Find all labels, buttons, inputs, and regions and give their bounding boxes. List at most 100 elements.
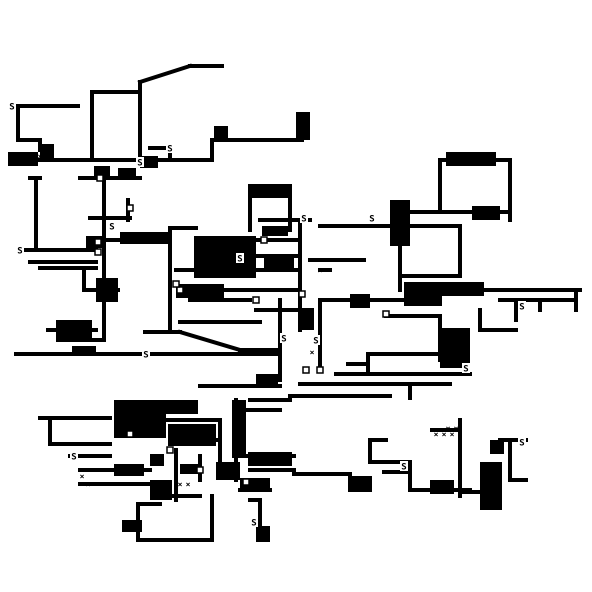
door-icon (94, 248, 102, 256)
wall-block (446, 152, 496, 166)
item-icon: × (38, 152, 43, 161)
wall-block (262, 226, 288, 236)
stair-tile (400, 461, 408, 471)
item-icon: × (442, 430, 447, 439)
wall-block (120, 232, 170, 244)
stair-tile (462, 363, 470, 373)
door-icon (166, 446, 174, 454)
door-icon (242, 478, 250, 486)
item-icon: × (274, 262, 279, 271)
door-icon (316, 366, 324, 374)
wall-block (216, 462, 240, 480)
item-icon: × (310, 348, 315, 357)
wall-block (194, 236, 256, 278)
wall-block (114, 464, 144, 476)
wall-block (256, 526, 270, 542)
wall-block (300, 308, 314, 330)
item-icon: × (434, 430, 439, 439)
wall-block (150, 480, 172, 500)
stair-tile (16, 245, 24, 255)
wall-block (440, 328, 470, 368)
stairs-icon: S (237, 255, 242, 265)
stair-tile (8, 101, 16, 111)
door-icon (298, 290, 306, 298)
stair-tile (368, 213, 376, 223)
wall-block (8, 152, 38, 166)
wall-block (430, 480, 454, 494)
room-layer (8, 112, 504, 542)
stair-tile (518, 301, 526, 311)
item-icon: × (282, 262, 287, 271)
door-icon (126, 430, 134, 438)
item-icon: × (266, 262, 271, 271)
wall-block (252, 184, 288, 198)
wall-block (176, 284, 224, 298)
item-icon: × (38, 144, 43, 153)
item-icon: × (178, 480, 183, 489)
door-icon (176, 286, 184, 294)
wall-block (264, 256, 294, 268)
door-icon (382, 310, 390, 318)
wall-block (214, 126, 228, 142)
door-icon (94, 238, 102, 246)
stair-tile (518, 437, 526, 447)
wall-block (118, 168, 136, 180)
wall-block (390, 200, 410, 246)
item-icon: × (454, 424, 459, 433)
wall-block (350, 294, 370, 308)
item-icon: × (80, 472, 85, 481)
wall-block (256, 374, 278, 384)
item-icon: × (186, 480, 191, 489)
corridor-segment (177, 329, 243, 353)
stair-tile (250, 517, 258, 527)
item-icon: × (46, 144, 51, 153)
stairs-icon: S (519, 303, 524, 313)
stair-tile (136, 157, 144, 167)
door-icon (196, 466, 204, 474)
stairs-icon: S (369, 215, 374, 225)
item-icon: × (446, 424, 451, 433)
wall-block (96, 278, 118, 302)
stair-tile (108, 221, 116, 231)
wall-block (140, 156, 158, 168)
item-icon: × (318, 266, 323, 275)
item-layer: ××××××××××××××××××× (38, 144, 459, 489)
wall-block (122, 520, 142, 532)
wall-block (72, 346, 96, 356)
wall-block (490, 440, 504, 454)
item-icon: × (86, 480, 91, 489)
door-icon (96, 174, 104, 182)
wall-block (150, 454, 164, 466)
wall-block (56, 320, 92, 342)
stairs-icon: S (167, 145, 172, 155)
stair-tile (312, 335, 320, 345)
wall-block (440, 282, 484, 296)
stairs-icon: S (137, 159, 142, 169)
stairs-icon: S (463, 365, 468, 375)
stair-tile (236, 253, 244, 263)
stair-tile (70, 451, 78, 461)
stairs-icon: S (109, 223, 114, 233)
wall-block (114, 400, 166, 438)
item-icon: × (46, 152, 51, 161)
wall-block (248, 452, 292, 466)
wall-block (216, 258, 236, 266)
wall-block (168, 424, 216, 446)
stair-tile (166, 143, 174, 153)
wall-block (232, 400, 246, 458)
wall-block (180, 464, 198, 474)
door-layer (94, 174, 390, 486)
stairs-icon: S (301, 215, 306, 225)
stairs-icon: S (71, 453, 76, 463)
wall-block (166, 400, 198, 414)
stair-tile (142, 349, 150, 359)
door-icon (302, 366, 310, 374)
door-icon (252, 296, 260, 304)
wall-block (404, 282, 442, 306)
door-icon (172, 280, 180, 288)
door-icon (126, 204, 134, 212)
door-icon (260, 236, 268, 244)
